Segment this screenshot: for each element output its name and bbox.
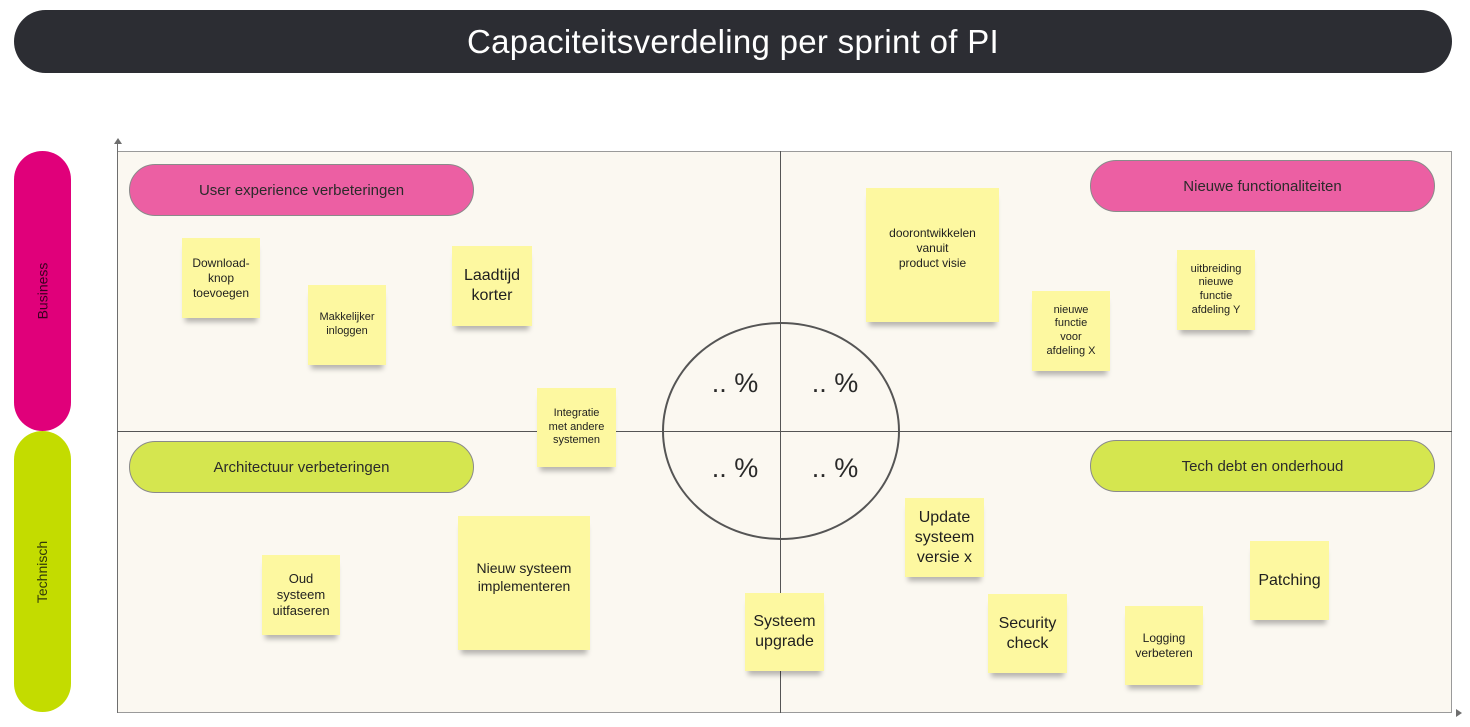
percentage-top-left[interactable]: .. % [711,368,759,398]
sticky-note-integratie[interactable]: Integratie met andere systemen [537,388,616,467]
capacity-circle [662,322,900,540]
sticky-note-logging[interactable]: Logging verbeteren [1125,606,1203,685]
sticky-note-inloggen[interactable]: Makkelijker inloggen [308,285,386,365]
side-label-business: Business [14,151,71,431]
sticky-note-laadtijd[interactable]: Laadtijd korter [452,246,532,326]
percentage-bottom-right[interactable]: .. % [811,453,859,483]
sticky-note-functie-y[interactable]: uitbreiding nieuwe functie afdeling Y [1177,250,1255,330]
sticky-note-systeem-upgrade[interactable]: Systeem upgrade [745,593,824,671]
percentage-top-right[interactable]: .. % [811,368,859,398]
quadrant-label-architectuur[interactable]: Architectuur verbeteringen [129,441,474,493]
x-axis-arrow-icon [1456,709,1462,717]
sticky-note-update-systeem[interactable]: Update systeem versie x [905,498,984,577]
sticky-note-security[interactable]: Security check [988,594,1067,673]
side-label-business-text: Business [34,262,51,320]
sticky-note-nieuw-systeem[interactable]: Nieuw systeem implementeren [458,516,590,650]
y-axis-line [117,140,118,713]
page-title: Capaciteitsverdeling per sprint of PI [14,10,1452,73]
sticky-note-doorontwikkelen[interactable]: doorontwikkelen vanuit product visie [866,188,999,322]
sticky-note-patching[interactable]: Patching [1250,541,1329,620]
side-label-technisch: Technisch [14,431,71,712]
side-label-technisch-text: Technisch [34,540,51,603]
sticky-note-oud-systeem[interactable]: Oud systeem uitfaseren [262,555,340,635]
sticky-note-functie-x[interactable]: nieuwe functie voor afdeling X [1032,291,1110,371]
y-axis-arrow-icon [114,138,122,144]
quadrant-label-tech-debt[interactable]: Tech debt en onderhoud [1090,440,1435,492]
quadrant-label-nieuwe-functionaliteiten[interactable]: Nieuwe functionaliteiten [1090,160,1435,212]
sticky-note-download[interactable]: Download- knop toevoegen [182,238,260,318]
quadrant-label-user-experience[interactable]: User experience verbeteringen [129,164,474,216]
percentage-bottom-left[interactable]: .. % [711,453,759,483]
